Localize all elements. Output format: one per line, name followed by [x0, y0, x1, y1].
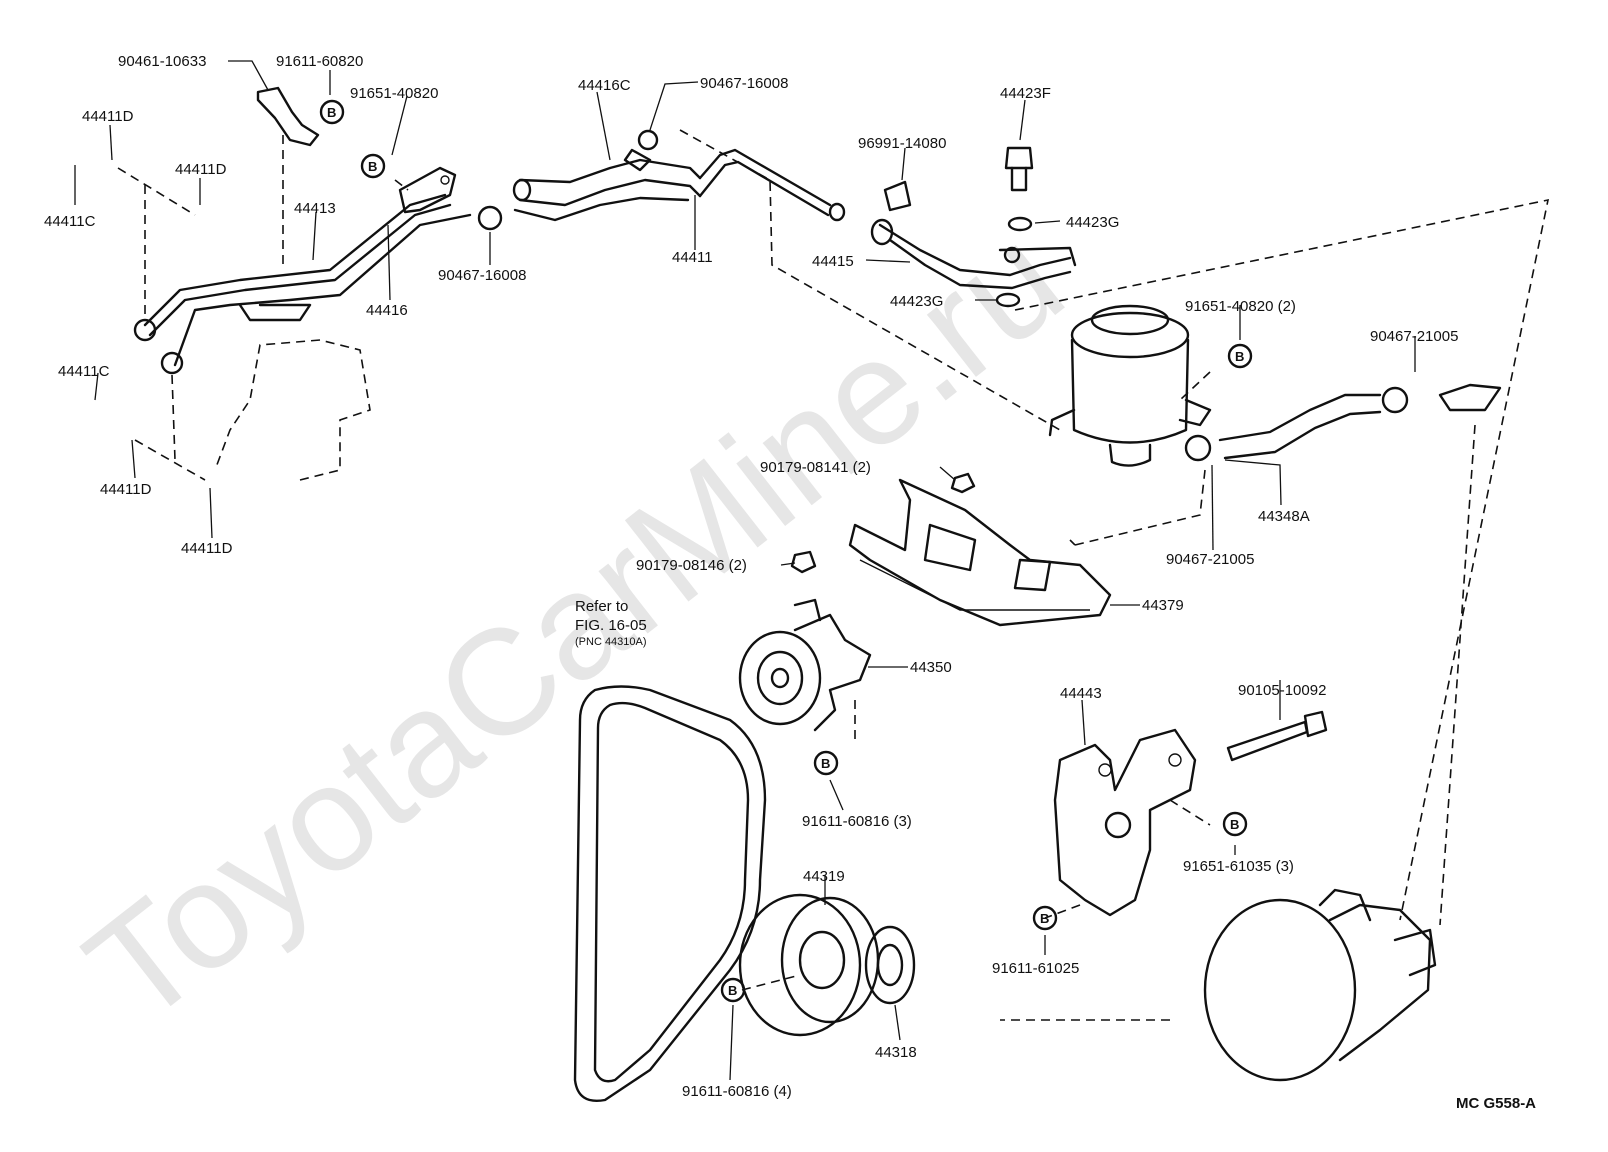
- part-label: 44350: [910, 659, 952, 676]
- drive-belt: [573, 685, 767, 1102]
- nut-90179-08146: [790, 550, 817, 574]
- bolt-marker: B: [1227, 343, 1253, 369]
- drawing-code: MC G558-A: [1456, 1095, 1536, 1112]
- clip: [883, 180, 912, 212]
- return-hose: [512, 148, 846, 222]
- part-label: 91611-60816 (4): [682, 1083, 792, 1100]
- pulley-plate: [864, 925, 916, 1005]
- svg-text:B: B: [1230, 817, 1239, 832]
- part-label: 91651-40820 (2): [1185, 298, 1296, 315]
- suction-hose: [1184, 383, 1502, 462]
- tube-bracket: [398, 166, 457, 214]
- part-label: 91651-40820: [350, 85, 438, 102]
- idler-pulley: [738, 598, 872, 732]
- bolt-marker: B: [720, 977, 746, 1003]
- part-label: 91611-61025: [992, 960, 1079, 977]
- part-label: 44416C: [578, 77, 631, 94]
- nut-90179-08141: [950, 472, 976, 494]
- part-label: 44411D: [82, 108, 134, 125]
- hose-clamp-upper: [623, 129, 659, 172]
- part-label: 44318: [875, 1044, 917, 1061]
- part-label: 44411C: [44, 213, 96, 230]
- svg-text:B: B: [327, 105, 336, 120]
- clamp-bracket: [256, 86, 320, 147]
- part-label: 44379: [1142, 597, 1184, 614]
- refer-note-line2: FIG. 16-05: [575, 617, 647, 634]
- part-label: 90105-10092: [1238, 682, 1326, 699]
- bolt-marker: B: [1032, 905, 1058, 931]
- refer-note-line3: (PNC 44310A): [575, 636, 647, 648]
- part-label: 90467-21005: [1370, 328, 1458, 345]
- part-label: 44411D: [175, 161, 227, 178]
- leader-lines: [74, 60, 1416, 1081]
- supply-hose: [870, 218, 1077, 290]
- part-label: 44415: [812, 253, 854, 270]
- reservoir-tank: [1048, 304, 1212, 467]
- pump-bolt: [1226, 710, 1328, 762]
- engine-outline: [214, 339, 371, 481]
- part-label: 91611-60816 (3): [802, 813, 912, 830]
- part-label: 44319: [803, 868, 845, 885]
- bolt-marker: B: [1222, 811, 1248, 837]
- bolt-marker: B: [813, 750, 839, 776]
- part-label: 90467-16008: [700, 75, 788, 92]
- assembly-lines: [117, 129, 1550, 1021]
- part-label: 96991-14080: [858, 135, 946, 152]
- svg-text:B: B: [368, 159, 377, 174]
- part-label: 90461-10633: [118, 53, 206, 70]
- bolt-markers: B B B B B B B: [319, 99, 1253, 1003]
- part-label: 91651-61035 (3): [1183, 858, 1294, 875]
- svg-text:B: B: [1040, 911, 1049, 926]
- drive-pulley: [738, 893, 880, 1037]
- reservoir-bracket: [848, 478, 1112, 627]
- hose-clamp-lower: [477, 205, 503, 231]
- part-label: 44348A: [1258, 508, 1310, 525]
- part-label: 90179-08141 (2): [760, 459, 871, 476]
- svg-text:B: B: [728, 983, 737, 998]
- gasket-upper: [1007, 216, 1033, 232]
- part-label: 44411D: [100, 481, 152, 498]
- part-label: 91611-60820: [276, 53, 363, 70]
- part-label: 44411C: [58, 363, 110, 380]
- part-label: 44413: [294, 200, 336, 217]
- union-bolt: [1004, 146, 1034, 192]
- part-labels: 90461-10633 91611-60820 91651-40820 4441…: [44, 53, 1536, 1112]
- pump-bracket: [1053, 728, 1197, 917]
- part-label: 44411: [672, 249, 713, 266]
- svg-text:B: B: [1235, 349, 1244, 364]
- refer-note-line1: Refer to: [575, 598, 628, 615]
- power-steering-pump: [1203, 888, 1437, 1082]
- part-label: 44423F: [1000, 85, 1051, 102]
- part-label: 44411D: [181, 540, 233, 557]
- part-label: 90467-21005: [1166, 551, 1254, 568]
- part-label: 44443: [1060, 685, 1102, 702]
- bolt-marker: B: [319, 99, 345, 125]
- part-label: 44423G: [1066, 214, 1119, 231]
- part-label: 44416: [366, 302, 408, 319]
- part-label: 44423G: [890, 293, 943, 310]
- part-label: 90179-08146 (2): [636, 557, 747, 574]
- part-label: 90467-16008: [438, 267, 526, 284]
- pressure-tube-44413: [133, 193, 472, 375]
- bolt-marker: B: [360, 153, 386, 179]
- svg-text:B: B: [821, 756, 830, 771]
